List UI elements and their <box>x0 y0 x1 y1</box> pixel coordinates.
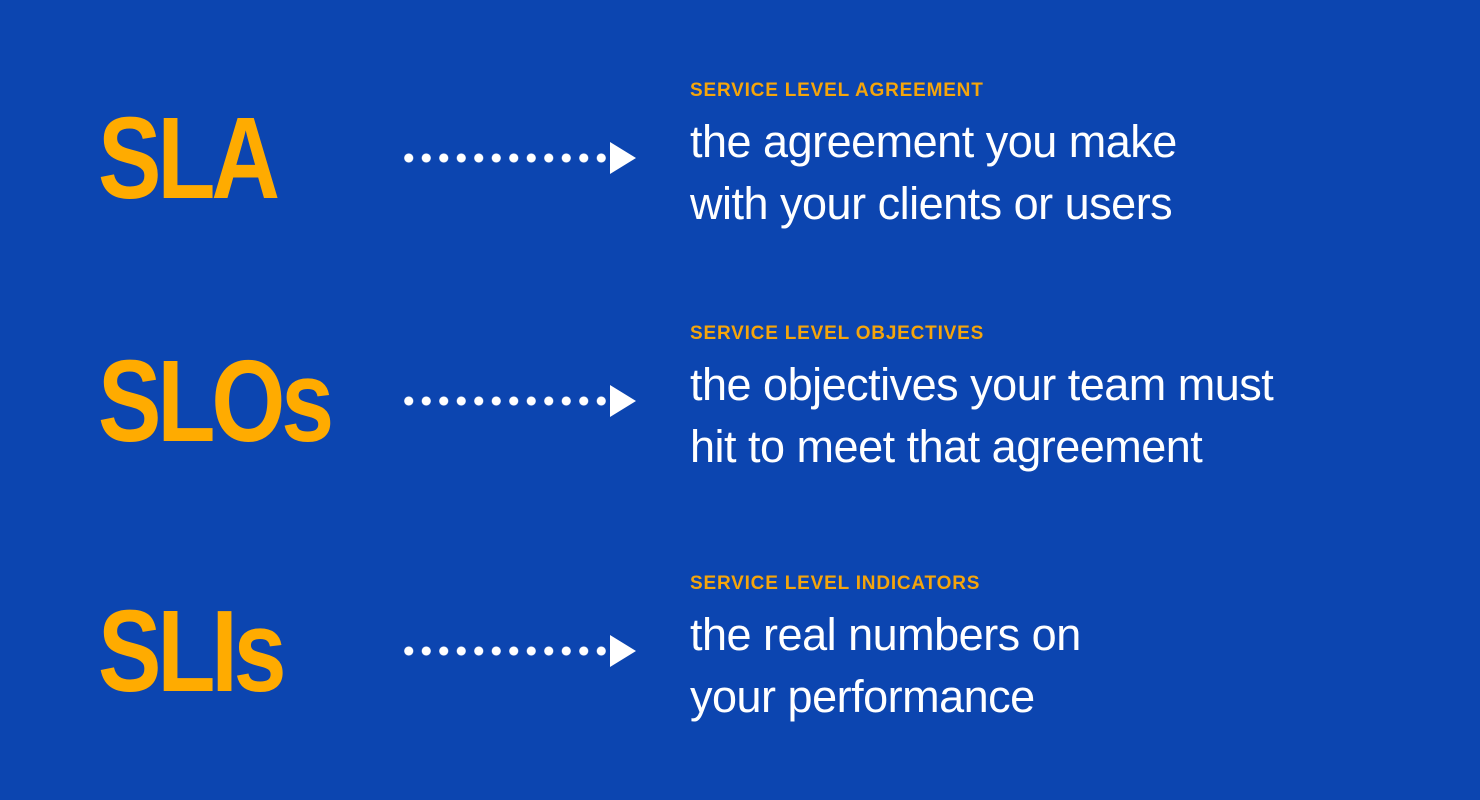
description-line-2: hit to meet that agreement <box>690 421 1203 472</box>
description-line-1: the real numbers on <box>690 609 1081 660</box>
text-cell-slis: SERVICE LEVEL INDICATORS the real number… <box>690 573 1480 728</box>
text-cell-sla: SERVICE LEVEL AGREEMENT the agreement yo… <box>690 80 1480 235</box>
arrow-dots <box>400 152 608 163</box>
row-description-sla: the agreement you make with your clients… <box>690 111 1480 235</box>
dotted-arrow <box>400 634 690 667</box>
term-cell-slis: SLIs <box>0 593 400 709</box>
row-sla: SLA SERVICE LEVEL AGREEMENT the agreemen… <box>0 75 1480 240</box>
term-slis: SLIs <box>98 585 287 716</box>
description-line-2: your performance <box>690 671 1035 722</box>
arrow-head-icon <box>610 384 636 417</box>
arrow-head-icon <box>610 141 636 174</box>
dotted-arrow <box>400 384 690 417</box>
row-slis: SLIs SERVICE LEVEL INDICATORS the real n… <box>0 568 1480 733</box>
term-cell-slos: SLOs <box>0 343 400 459</box>
dotted-arrow <box>400 141 690 174</box>
arrow-head-icon <box>610 634 636 667</box>
term-sla: SLA <box>98 92 280 223</box>
row-description-slis: the real numbers on your performance <box>690 604 1480 728</box>
term-cell-sla: SLA <box>0 100 400 216</box>
arrow-dots <box>400 395 608 406</box>
description-line-1: the agreement you make <box>690 116 1177 167</box>
row-description-slos: the objectives your team must hit to mee… <box>690 354 1480 478</box>
row-label-sla: SERVICE LEVEL AGREEMENT <box>690 80 984 101</box>
row-slos: SLOs SERVICE LEVEL OBJECTIVES the object… <box>0 318 1480 483</box>
text-cell-slos: SERVICE LEVEL OBJECTIVES the objectives … <box>690 323 1480 478</box>
term-slos: SLOs <box>98 335 334 466</box>
row-label-slos: SERVICE LEVEL OBJECTIVES <box>690 323 985 344</box>
description-line-2: with your clients or users <box>690 178 1173 229</box>
row-label-slis: SERVICE LEVEL INDICATORS <box>690 573 981 594</box>
arrow-dots <box>400 645 608 656</box>
description-line-1: the objectives your team must <box>690 359 1274 410</box>
